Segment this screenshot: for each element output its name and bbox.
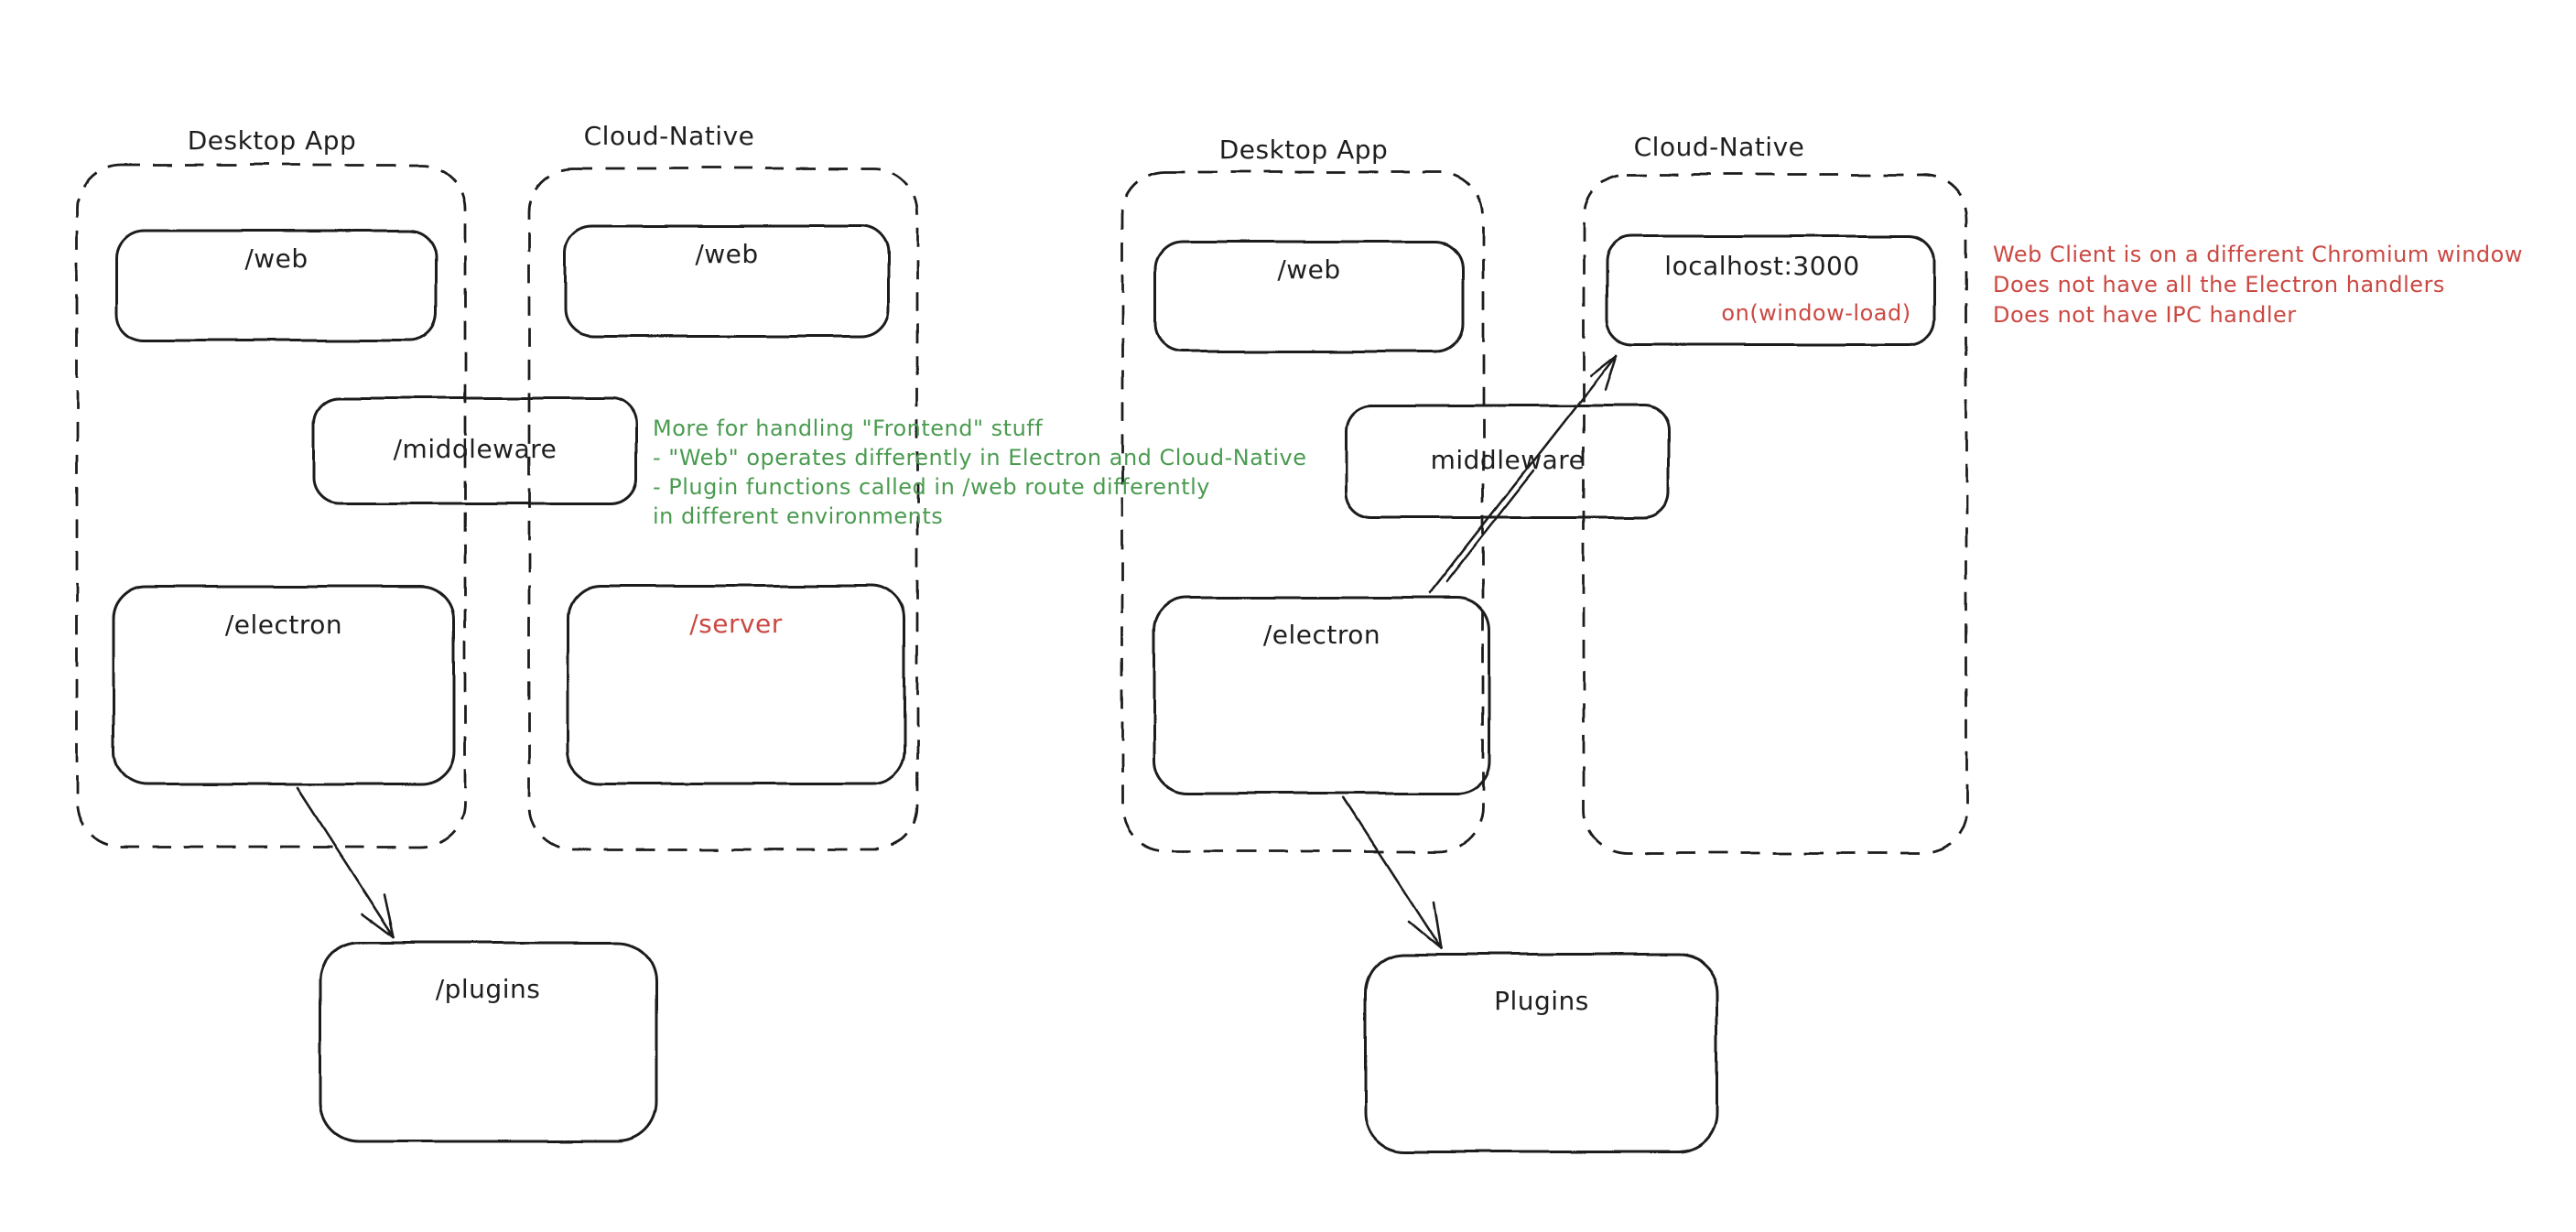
- red-annotation-line-3: Does not have IPC handler: [1993, 302, 2297, 328]
- red-annotation: Web Client is on a different Chromium wi…: [1993, 242, 2523, 328]
- right-desktop-app-label: Desktop App: [1219, 135, 1389, 165]
- left-cloud-native-label: Cloud-Native: [584, 121, 755, 151]
- arrow-barb: [383, 893, 395, 939]
- left-plugins-box: [319, 941, 658, 1143]
- left-electron-box: [112, 585, 456, 786]
- left-server-label: /server: [689, 609, 783, 639]
- left-web-desktop-box: [114, 229, 438, 342]
- left-web-desktop-label: /web: [244, 243, 308, 274]
- left-desktop-app-label: Desktop App: [188, 125, 357, 156]
- red-annotation-line-1: Web Client is on a different Chromium wi…: [1993, 242, 2523, 267]
- right-window-load-label: on(window-load): [1721, 300, 1910, 326]
- green-annotation-line-1: More for handling "Frontend" stuff: [653, 416, 1043, 441]
- left-web-cloud-label: /web: [695, 239, 758, 269]
- left-server-box: [566, 584, 906, 785]
- right-web-desktop-box: [1153, 240, 1465, 353]
- arrow-barb: [1589, 353, 1618, 377]
- right-cloud-native-container: [1582, 173, 1968, 855]
- red-annotation-line-2: Does not have all the Electron handlers: [1993, 272, 2445, 297]
- left-plugins-label: /plugins: [436, 974, 541, 1004]
- green-annotation-line-4: in different environments: [653, 503, 943, 529]
- green-annotation-line-2: - "Web" operates differently in Electron…: [653, 445, 1306, 470]
- right-desktop-app-container: [1120, 170, 1485, 853]
- left-desktop-app-container: [75, 163, 467, 848]
- arrow-barb: [360, 912, 395, 939]
- right-localhost-label: localhost:3000: [1664, 251, 1859, 281]
- right-plugins-label: Plugins: [1494, 986, 1589, 1016]
- left-arrow-electron-to-plugins: [296, 786, 395, 939]
- arrow-shaft-overdraw: [1445, 469, 1536, 584]
- left-web-cloud-box: [564, 224, 890, 338]
- green-annotation: More for handling "Frontend" stuff - "We…: [653, 416, 1306, 529]
- arrow-shaft: [1428, 353, 1618, 595]
- arrow-shaft: [296, 786, 395, 939]
- left-middleware-box: [312, 396, 638, 505]
- right-electron-label: /electron: [1263, 620, 1380, 650]
- arrow-barb: [1432, 900, 1443, 950]
- arrow-barb: [1604, 353, 1618, 392]
- right-arrow-electron-to-plugins: [1342, 796, 1443, 950]
- right-middleware-label: middleware: [1431, 445, 1586, 475]
- arrow-barb: [1406, 919, 1443, 950]
- right-middleware-box: [1344, 404, 1671, 519]
- right-arrow-electron-to-localhost: [1428, 353, 1618, 595]
- right-electron-box: [1153, 596, 1491, 795]
- green-annotation-line-3: - Plugin functions called in /web route …: [653, 474, 1210, 500]
- right-cloud-native-label: Cloud-Native: [1634, 132, 1805, 162]
- arrow-shaft: [1342, 796, 1443, 950]
- left-electron-label: /electron: [225, 610, 342, 640]
- right-web-desktop-label: /web: [1277, 254, 1340, 285]
- right-localhost-box: [1605, 234, 1936, 346]
- right-plugins-box: [1364, 953, 1719, 1153]
- left-middleware-label: /middleware: [394, 434, 557, 464]
